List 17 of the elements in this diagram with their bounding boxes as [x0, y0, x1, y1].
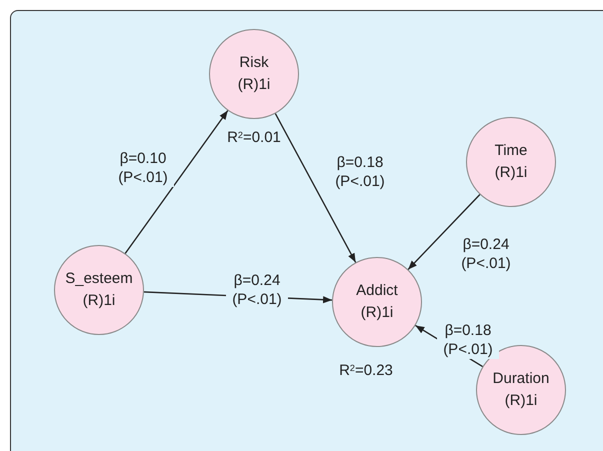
node-label: (R)1i	[238, 75, 270, 95]
node-label: (R)1i	[494, 163, 528, 183]
node-label: Time	[494, 141, 528, 161]
arrow	[408, 194, 480, 270]
node-label: (R)1i	[504, 391, 538, 411]
node-label: S_esteem	[65, 269, 133, 289]
edge-label: β=0.18 (P<.01)	[437, 321, 499, 359]
node-label: Addict	[356, 281, 398, 301]
edge-label: β=0.24 (P<.01)	[226, 271, 288, 309]
r-squared-label: R$^{2}$=0.01	[227, 129, 281, 147]
node-label: (R)1i	[360, 303, 394, 323]
node-label: Risk	[239, 53, 269, 73]
arrow	[124, 110, 228, 254]
r-squared-label: R$^{2}$=0.23	[339, 362, 393, 380]
node-label: (R)1i	[82, 291, 116, 311]
arrow	[274, 113, 356, 263]
node-label: Duration	[492, 369, 550, 389]
